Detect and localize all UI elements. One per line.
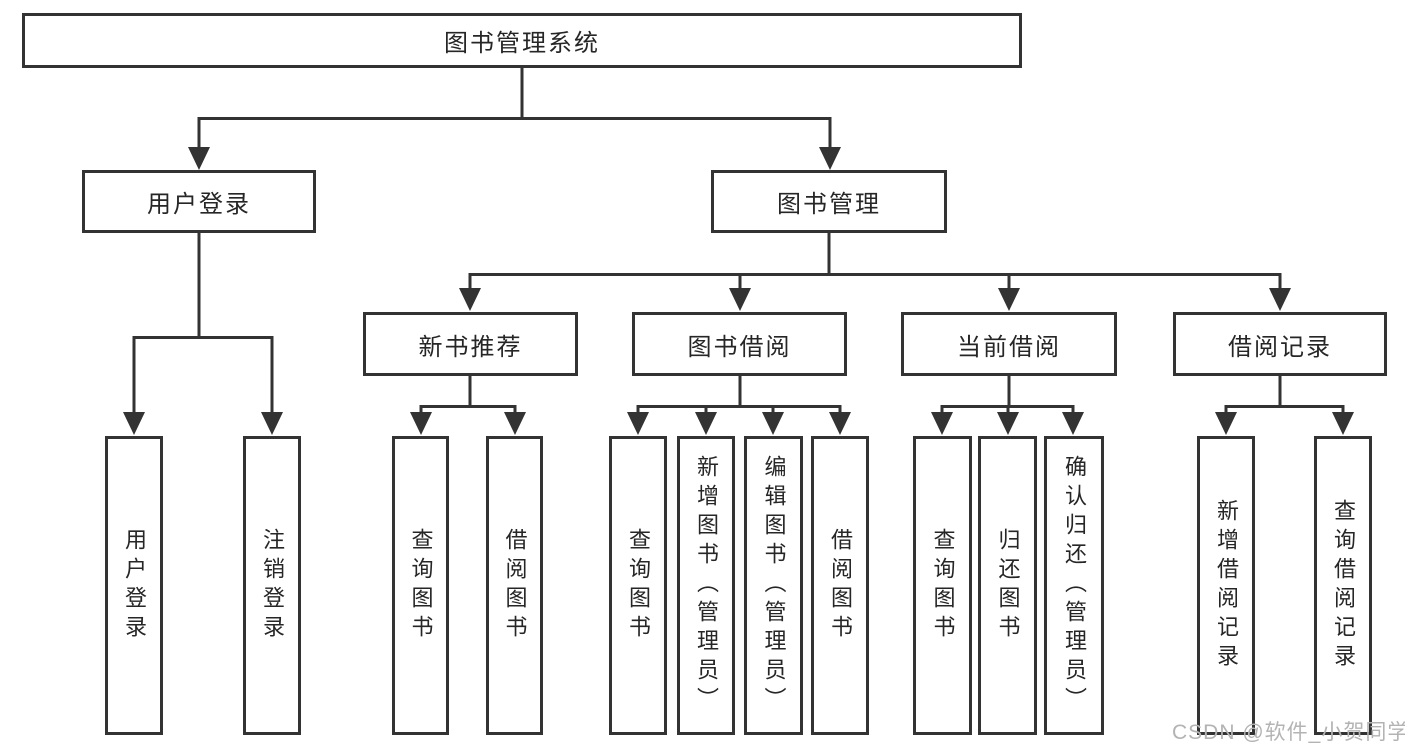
arrowhead-current-borrow xyxy=(998,288,1020,311)
edge-user-login-rail xyxy=(132,336,274,420)
arrowhead-leaf-br-add xyxy=(1215,412,1237,435)
arrowhead-leaf-br-query xyxy=(1332,412,1354,435)
edge-borrow-records-rail xyxy=(1224,405,1345,420)
leaf-add-borrow-record: 新增借阅记录 xyxy=(1197,436,1255,735)
csdn-watermark: CSDN @软件_小贺同学 xyxy=(1172,721,1405,744)
arrowhead-book-borrow xyxy=(729,288,751,311)
arrowhead-leaf-cb-confirm xyxy=(1062,412,1084,435)
node-user-login: 用户登录 xyxy=(82,170,316,233)
edge-level3-rail xyxy=(468,273,1282,294)
leaf-borrow-books: 借阅图书 xyxy=(811,436,869,735)
node-new-book-recommend: 新书推荐 xyxy=(363,312,578,376)
leaf-return-books: 归还图书 xyxy=(978,436,1037,735)
leaf-logout: 注销登录 xyxy=(243,436,301,735)
leaf-edit-books-admin: 编辑图书（管理员） xyxy=(744,436,803,735)
leaf-borrow-query-books: 查询图书 xyxy=(609,436,667,735)
leaf-confirm-return-admin: 确认归还（管理员） xyxy=(1044,436,1104,735)
arrowhead-leaf-user-login xyxy=(123,412,145,435)
arrowhead-leaf-bb-query xyxy=(627,412,649,435)
edge-book-borrow-rail xyxy=(636,405,842,420)
node-book-borrow: 图书借阅 xyxy=(632,312,847,376)
node-book-management: 图书管理 xyxy=(711,170,947,233)
leaf-current-query-books: 查询图书 xyxy=(913,436,972,735)
edge-new-book-rail xyxy=(419,405,517,420)
arrowhead-user-login xyxy=(188,147,210,170)
node-borrow-records: 借阅记录 xyxy=(1173,312,1387,376)
node-root-system: 图书管理系统 xyxy=(22,13,1022,68)
arrowhead-leaf-bb-add xyxy=(695,412,717,435)
arrowhead-leaf-cb-query xyxy=(931,412,953,435)
arrowhead-leaf-bb-borrow xyxy=(829,412,851,435)
arrowhead-leaf-nb-borrow xyxy=(504,412,526,435)
arrowhead-book-mgmt xyxy=(819,147,841,170)
arrowhead-leaf-bb-edit xyxy=(762,412,784,435)
arrowhead-leaf-cb-return xyxy=(997,412,1019,435)
arrowhead-borrow-records xyxy=(1269,288,1291,311)
leaf-user-login: 用户登录 xyxy=(105,436,163,735)
leaf-query-borrow-record: 查询借阅记录 xyxy=(1314,436,1372,735)
arrowhead-new-book xyxy=(459,288,481,311)
leaf-recommend-query-books: 查询图书 xyxy=(392,436,449,735)
node-current-borrow: 当前借阅 xyxy=(901,312,1117,376)
arrowhead-leaf-logout xyxy=(261,412,283,435)
edge-level2-rail xyxy=(197,117,832,152)
arrowhead-leaf-nb-query xyxy=(410,412,432,435)
leaf-add-books-admin: 新增图书（管理员） xyxy=(677,436,735,735)
leaf-recommend-borrow-books: 借阅图书 xyxy=(486,436,543,735)
